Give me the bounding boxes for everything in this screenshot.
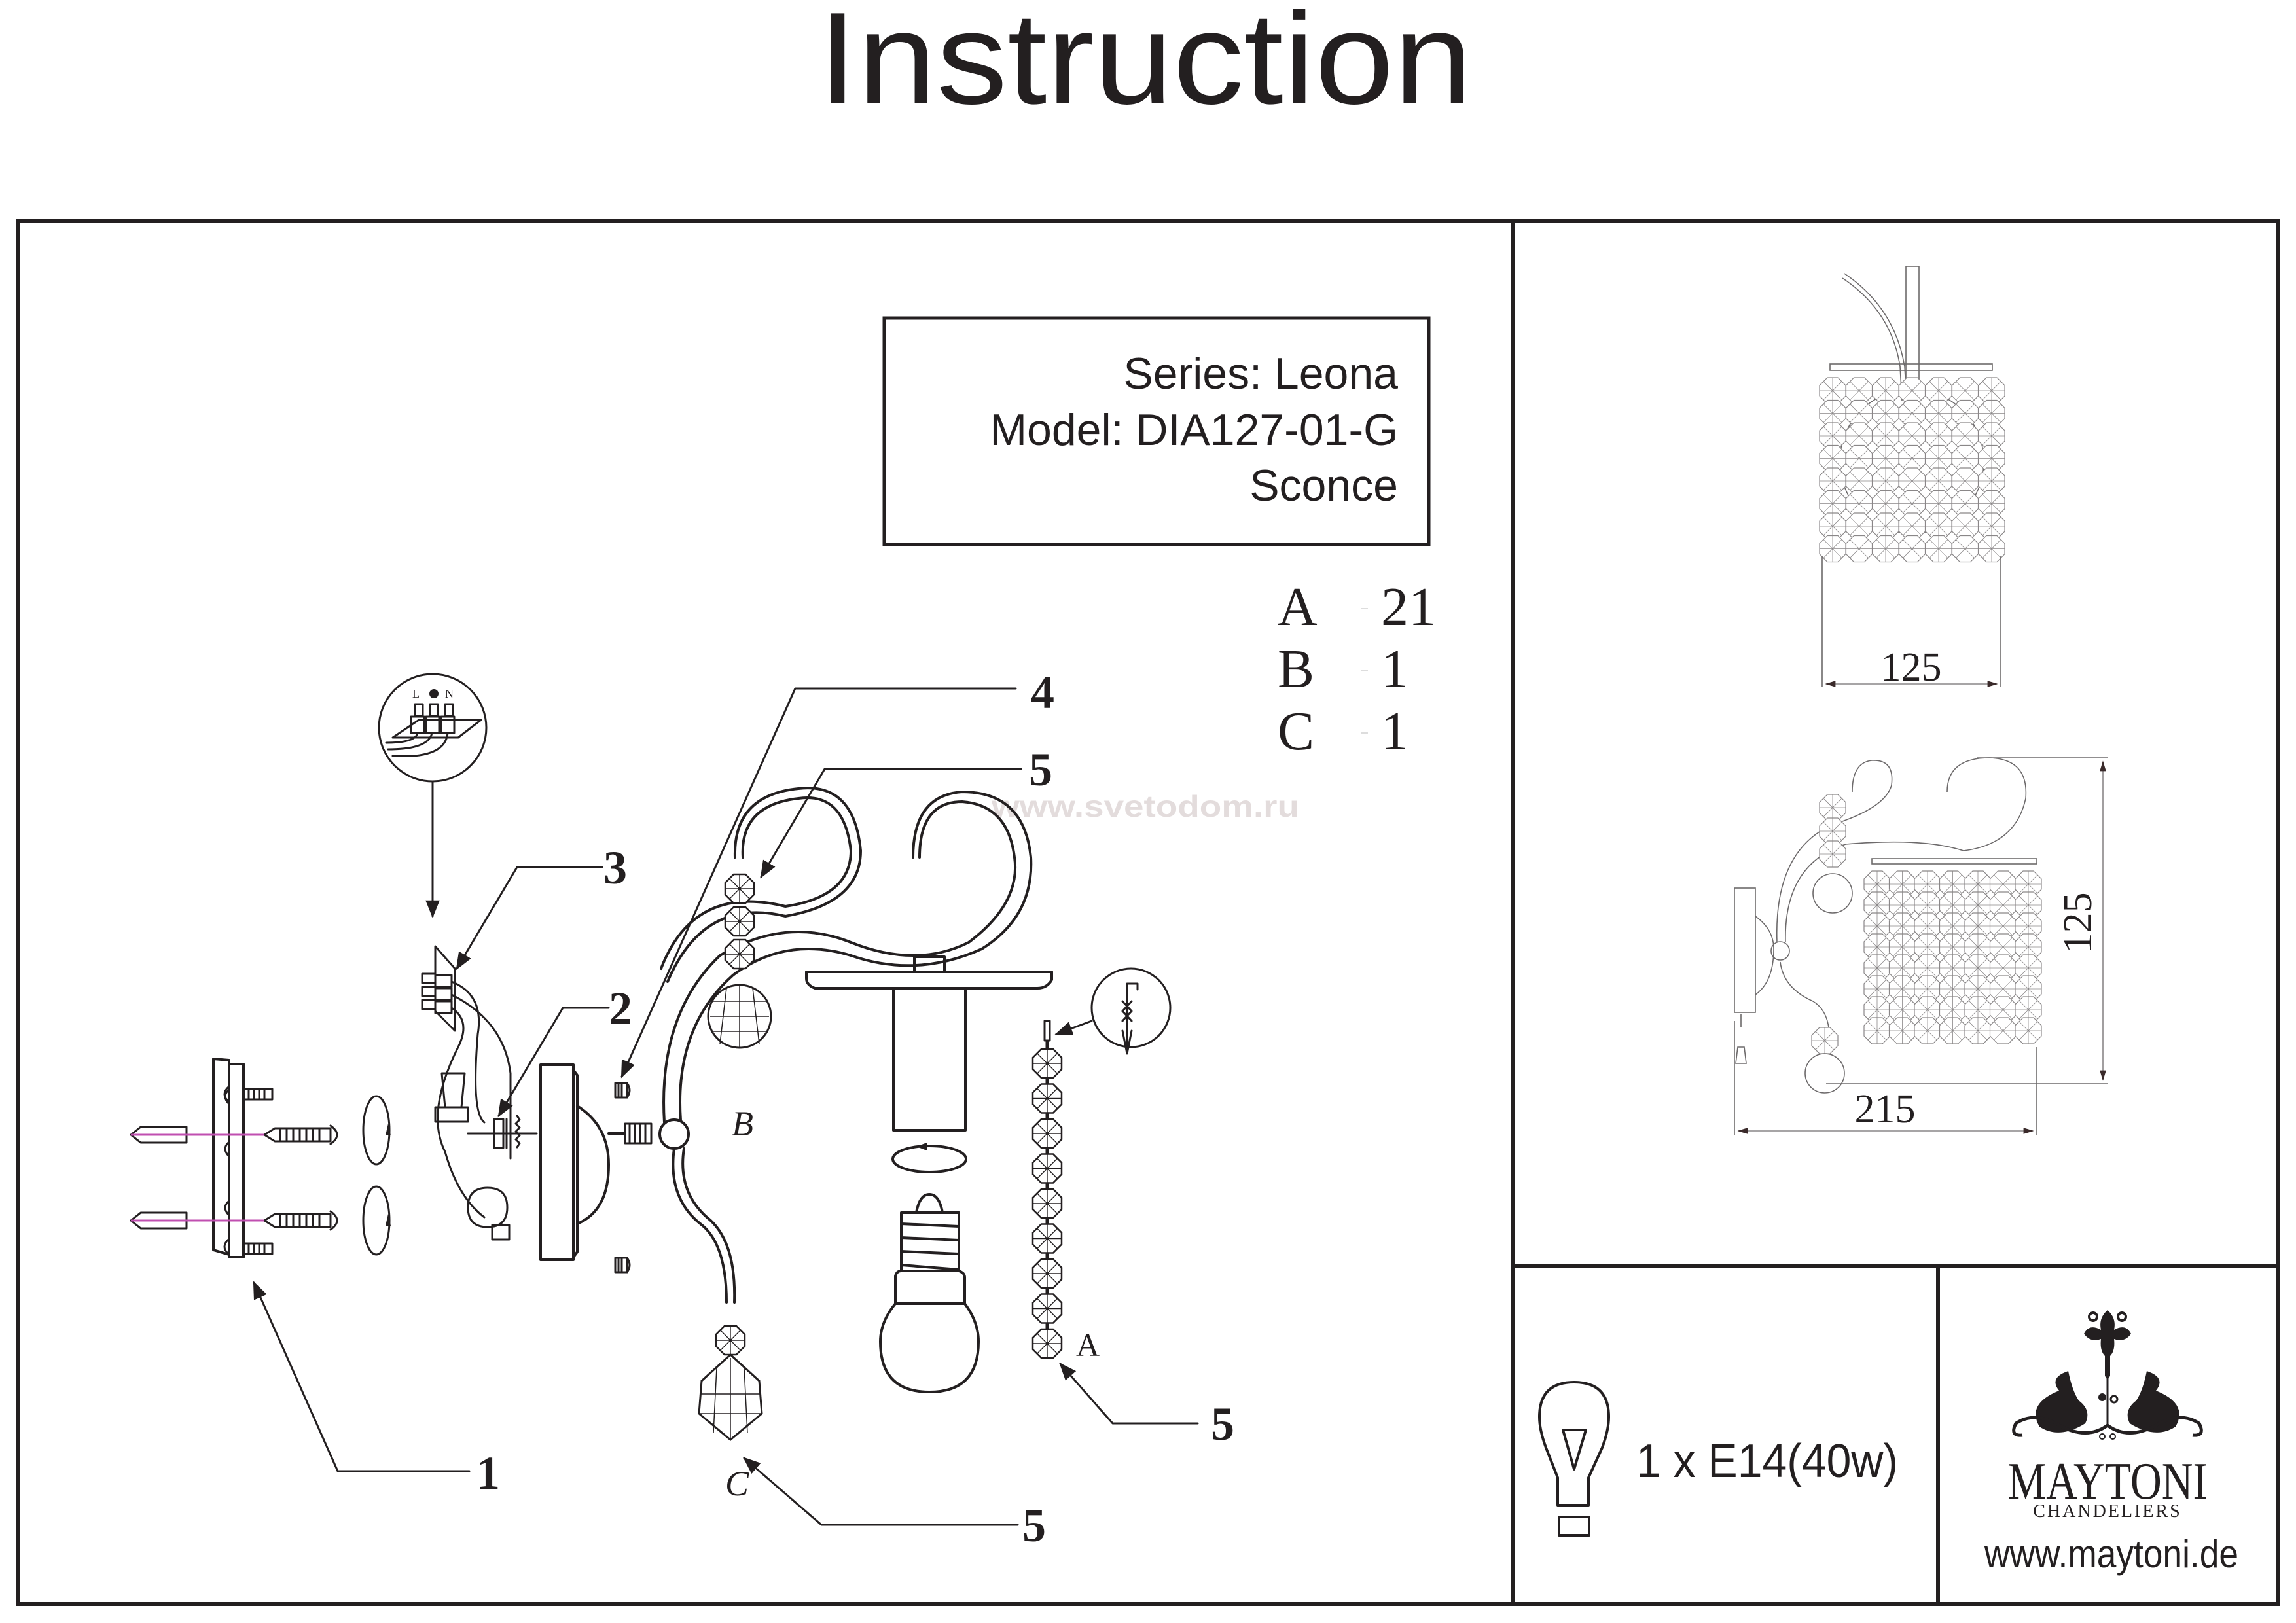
callout-1: 1 [476, 1447, 500, 1499]
screw-top [263, 1124, 338, 1145]
live-label: L [412, 687, 420, 700]
bulb-holder-plate [805, 955, 1053, 990]
parts-row-c: C 1 [1278, 701, 1408, 762]
parts-list: A 21 B 1 C 1 [1278, 577, 1436, 762]
callout-5-crystal-c: 5 [1022, 1499, 1046, 1552]
crystal-b [707, 873, 772, 1049]
crystal-a [1031, 1293, 1063, 1324]
crystal-a-label: A [1076, 1327, 1100, 1363]
crystal-a [1031, 1083, 1063, 1114]
screw-bottom [263, 1210, 338, 1231]
crystal [1888, 1017, 1916, 1044]
sconce-arm [624, 787, 1033, 1304]
assembly-drawing: L N [130, 666, 1234, 1552]
watermark: www.svetodom.ru [991, 789, 1299, 823]
part-letter: B [1278, 639, 1314, 700]
part-quantity: 21 [1381, 577, 1436, 637]
crystal [1989, 1017, 2017, 1044]
crystal-chain-a [1031, 1020, 1063, 1359]
terminal-block [421, 945, 456, 1032]
crystal-a [1031, 1048, 1063, 1079]
crystal-a [1031, 1118, 1063, 1149]
maytoni-logo-icon [2012, 1310, 2203, 1440]
brand-tagline: CHANDELIERS [2033, 1501, 2181, 1522]
crystal-b-label: B [732, 1104, 753, 1143]
crystal [1951, 535, 1979, 563]
rotation-indicator-bulb [891, 1143, 967, 1173]
series-label: Series: Leona [1123, 349, 1398, 399]
model-label: Model: DIA127-01-G [990, 405, 1398, 455]
crystal [1845, 535, 1873, 563]
product-type-label: Sconce [1249, 461, 1398, 510]
rotation-indicator-bottom [362, 1185, 391, 1256]
crystal-c-label: C [725, 1464, 749, 1503]
dimension-width-top: 125 [1881, 645, 1942, 690]
crystal [1964, 1017, 1992, 1044]
product-info-box: Series: Leona Model: DIA127-01-G Sconce [882, 316, 1431, 546]
light-bulb-icon [1538, 1381, 1610, 1537]
crystal-a [1031, 1328, 1063, 1359]
callout-5-crystal-a: 5 [1211, 1398, 1234, 1450]
canopy [539, 1063, 626, 1261]
crystal-a [1031, 1153, 1063, 1184]
crystal-a [1031, 1223, 1063, 1254]
callout-5-crystal-b: 5 [1029, 743, 1052, 796]
wiring-detail: L N [378, 673, 488, 918]
lamp-spec-text: 1 x E14(40w) [1636, 1435, 1898, 1488]
cap-nut-bottom [614, 1257, 631, 1274]
callout-3: 3 [603, 842, 627, 894]
crystal [1898, 535, 1926, 563]
dimension-height-side: 125 [2056, 893, 2100, 954]
crystal [1819, 535, 1846, 563]
base-plate [212, 1058, 274, 1258]
callout-2: 2 [609, 982, 632, 1035]
part-quantity: 1 [1381, 701, 1408, 762]
crystal [2015, 1017, 2042, 1044]
lamp-socket [892, 987, 967, 1132]
wires [437, 980, 512, 1219]
parts-row-b: B 1 [1278, 639, 1408, 700]
rotation-indicator-top [362, 1095, 391, 1166]
crystal [1939, 1017, 1967, 1044]
brand-website-link[interactable]: www.maytoni.de [1984, 1532, 2238, 1576]
brand-name: MAYTONI [2008, 1453, 2208, 1510]
callout-leaders [253, 687, 1199, 1526]
crystal-c [698, 1325, 763, 1441]
top-view-drawing [1819, 266, 2005, 687]
pull-switch [467, 1186, 511, 1241]
nut [467, 1115, 538, 1149]
part-letter: C [1278, 701, 1314, 762]
neutral-label: N [445, 687, 454, 700]
part-letter: A [1278, 577, 1318, 637]
parts-row-a: A 21 [1278, 577, 1436, 637]
cap-nut-top [614, 1082, 631, 1099]
side-view-drawing [1734, 757, 2108, 1135]
crystal [1872, 535, 1899, 563]
crystal [1925, 535, 1952, 563]
light-bulb [879, 1193, 980, 1393]
crystal [1914, 1017, 1941, 1044]
dimension-depth-side: 215 [1855, 1087, 1916, 1132]
hook-detail [1054, 967, 1172, 1055]
page-frame [16, 219, 2280, 1606]
ground-icon [429, 689, 439, 698]
crystal-a [1031, 1258, 1063, 1289]
part-quantity: 1 [1381, 639, 1408, 700]
wire-connector [434, 1072, 469, 1123]
crystal [1863, 1017, 1891, 1044]
document-title: Instruction [818, 0, 1473, 132]
crystal-a [1031, 1188, 1063, 1219]
callout-4: 4 [1031, 666, 1054, 719]
